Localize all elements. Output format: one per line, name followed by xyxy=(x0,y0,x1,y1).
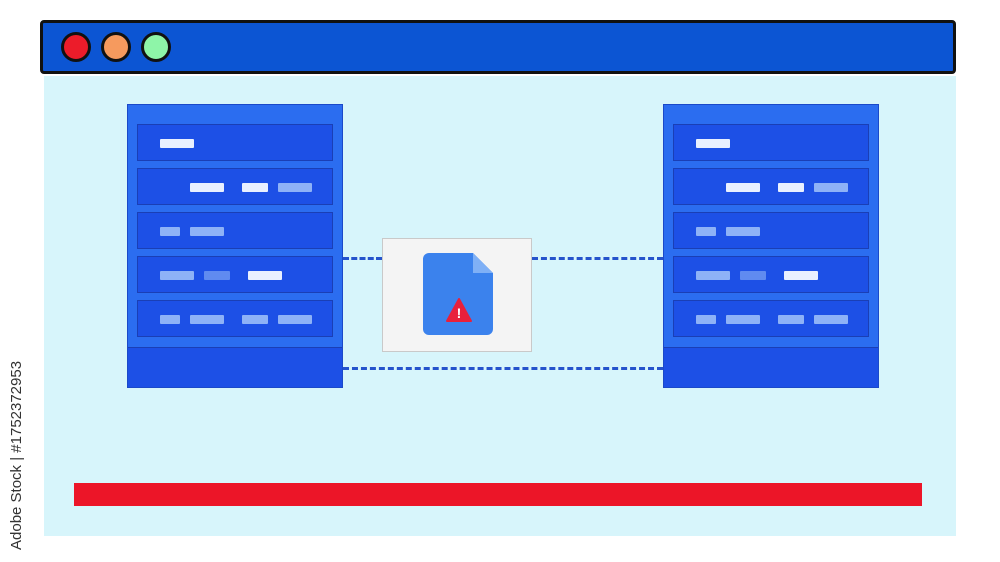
warning-glyph: ! xyxy=(457,305,462,321)
rack-unit xyxy=(137,300,333,337)
progress-fill xyxy=(74,483,922,506)
rack-unit xyxy=(137,168,333,205)
transfer-progress-bar xyxy=(74,483,922,506)
rack-unit xyxy=(673,300,869,337)
window-titlebar xyxy=(40,20,956,74)
transfer-file-card: ! xyxy=(382,238,532,352)
rack-unit xyxy=(673,168,869,205)
rack-unit xyxy=(137,256,333,293)
rack-unit xyxy=(673,256,869,293)
close-button[interactable] xyxy=(61,32,91,62)
rack-base xyxy=(664,347,878,387)
server-rack-left xyxy=(127,104,343,388)
rack-unit xyxy=(137,212,333,249)
connection-line xyxy=(343,257,382,260)
connection-line xyxy=(343,367,663,370)
rack-unit xyxy=(137,124,333,161)
minimize-button[interactable] xyxy=(101,32,131,62)
rack-unit xyxy=(673,212,869,249)
rack-unit xyxy=(673,124,869,161)
watermark-text: Adobe Stock | #1752372953 xyxy=(8,360,25,550)
server-rack-right xyxy=(663,104,879,388)
connection-line xyxy=(532,257,663,260)
file-warning-icon: ! xyxy=(423,253,493,335)
rack-base xyxy=(128,347,342,387)
maximize-button[interactable] xyxy=(141,32,171,62)
stock-watermark: Adobe Stock | #1752372953 xyxy=(6,320,26,550)
